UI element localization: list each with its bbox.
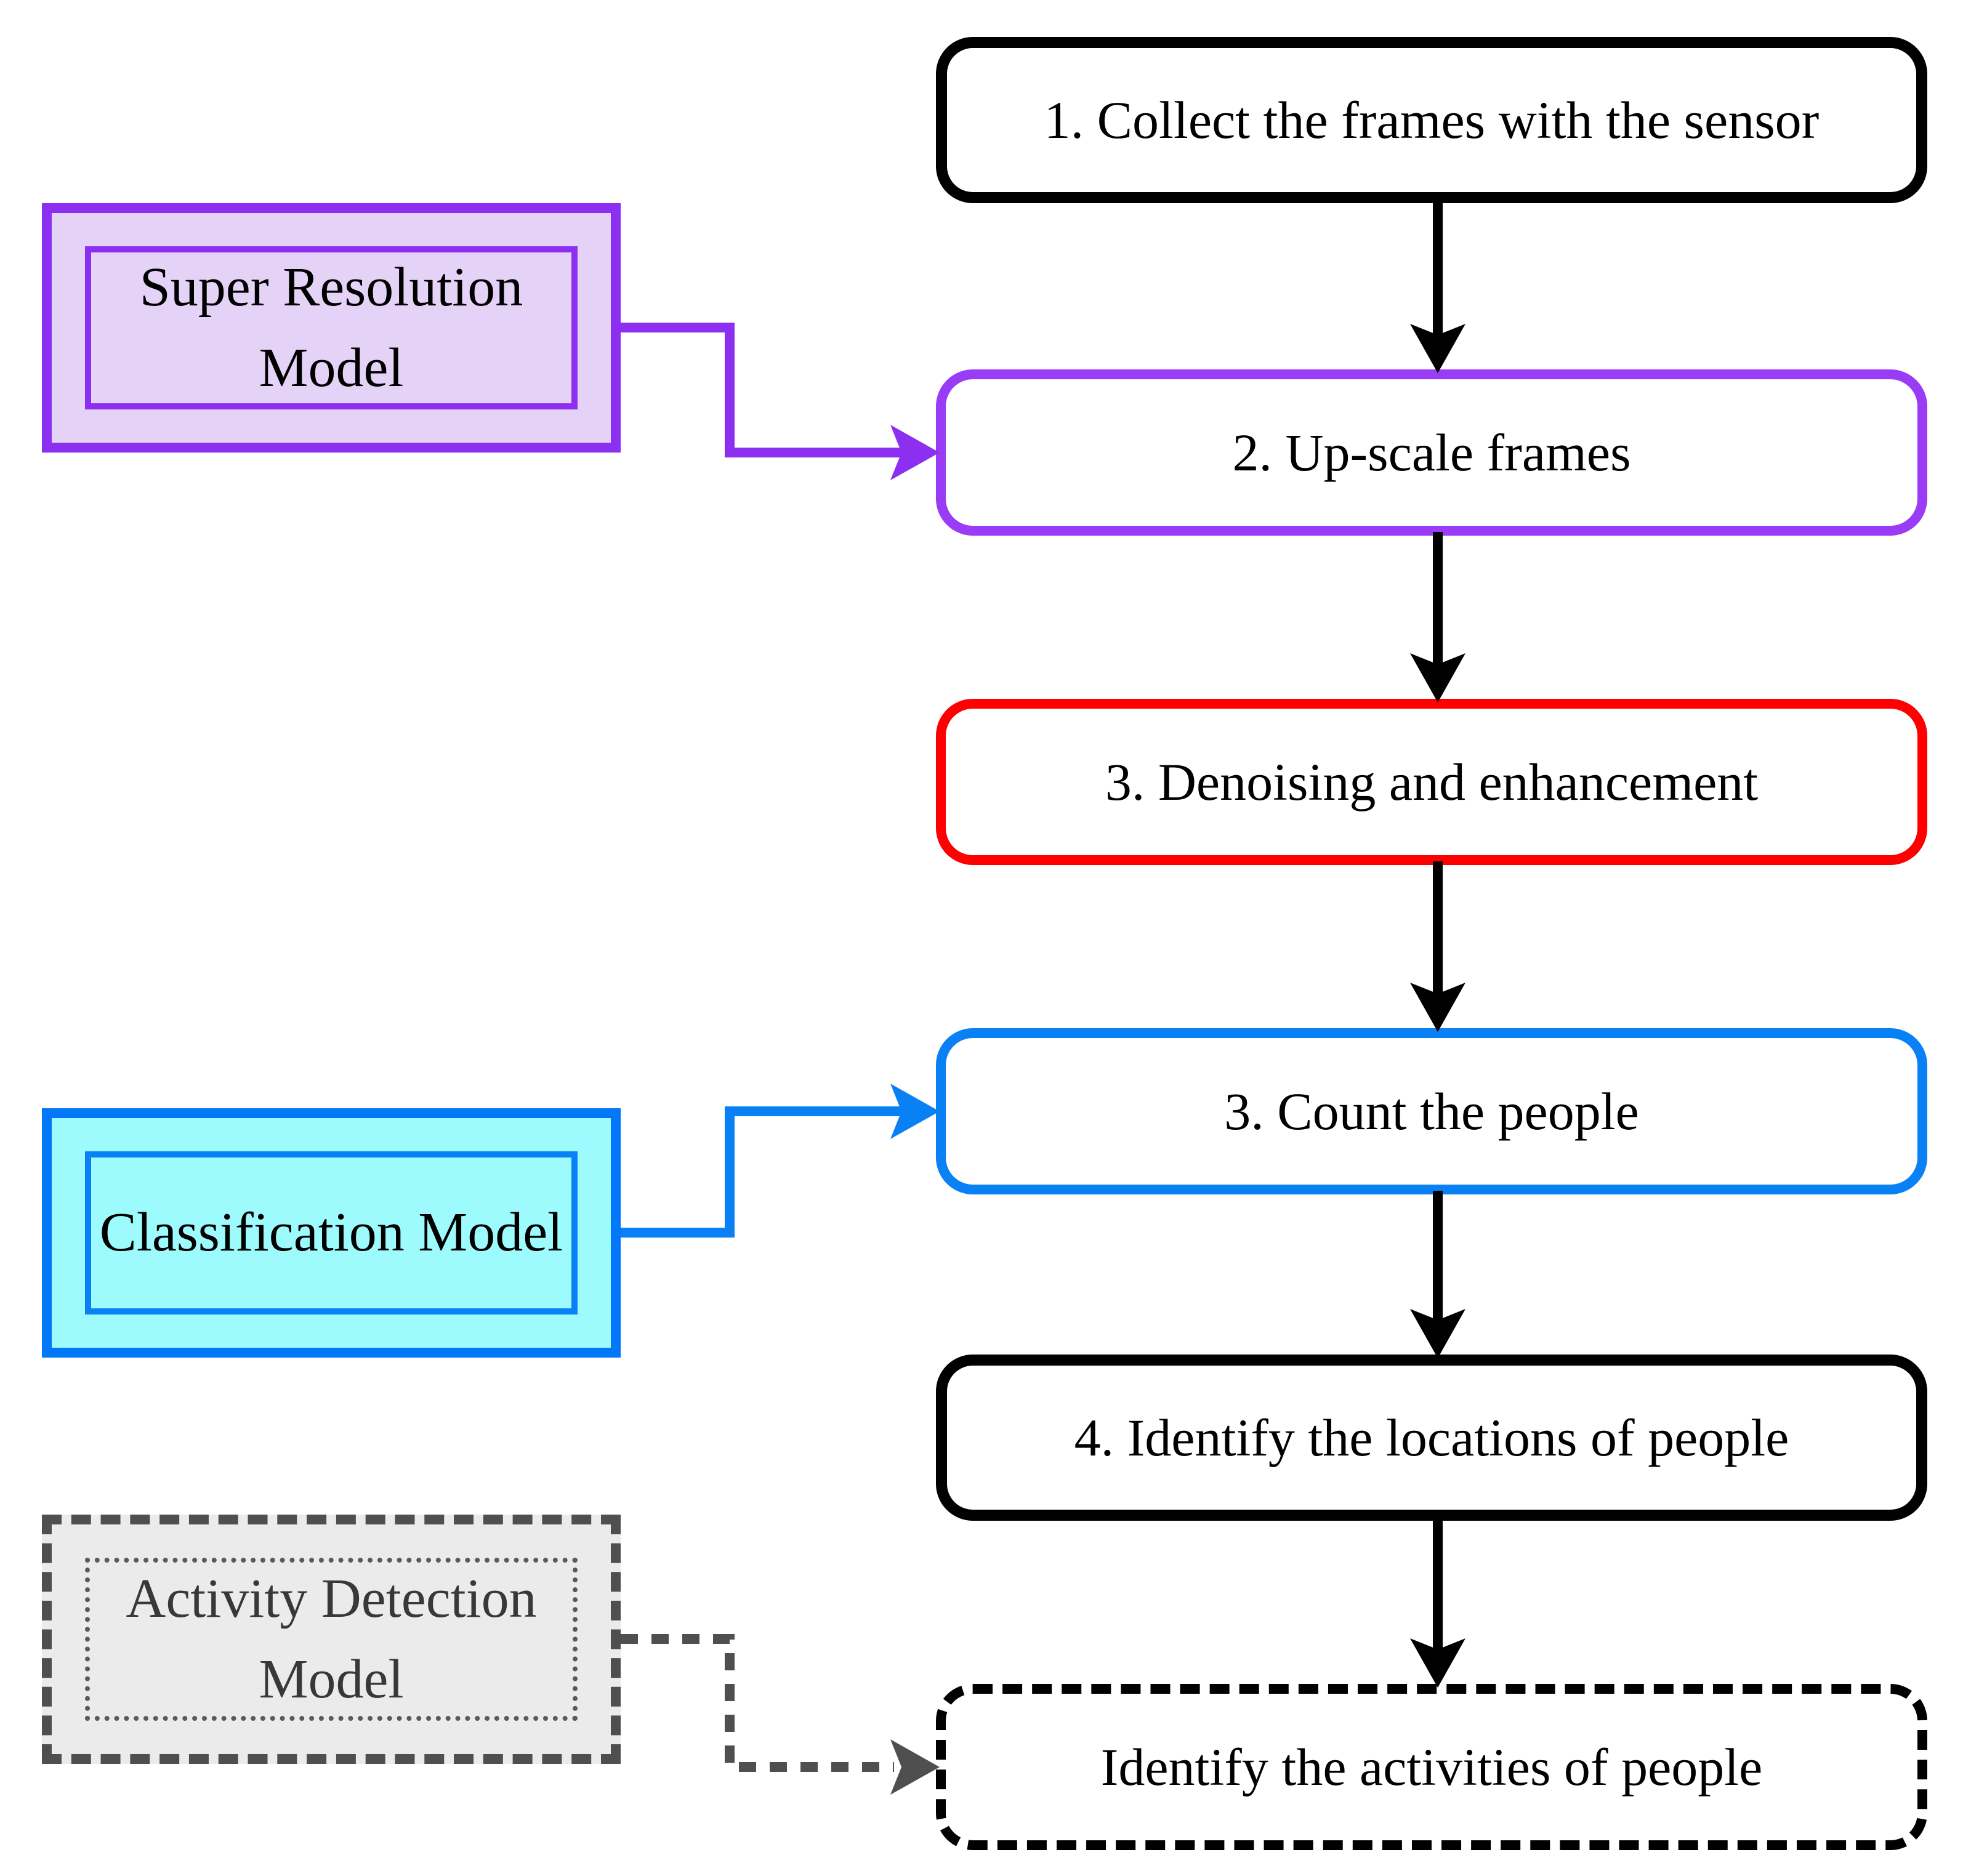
arrow-upscale-to-denoise: [1410, 532, 1465, 702]
step-identify-locations: 4. Identify the locations of people: [936, 1355, 1927, 1521]
model-classification-label: Classification Model: [99, 1202, 563, 1263]
step-count-people: 3. Count the people: [936, 1028, 1927, 1194]
model-activity-detection-label: Activity Detection Model: [126, 1568, 537, 1710]
model-classification-inner-frame: Classification Model: [85, 1151, 578, 1314]
arrow-denoise-to-count: [1410, 861, 1465, 1032]
model-activity-detection: Activity Detection Model: [42, 1515, 621, 1764]
step-collect-frames-label: 1. Collect the frames with the sensor: [1044, 90, 1820, 150]
model-super-resolution-inner-frame: Super Resolution Model: [85, 246, 578, 409]
step-denoising-enhancement-label: 3. Denoising and enhancement: [1105, 752, 1759, 811]
model-classification: Classification Model: [42, 1108, 621, 1358]
model-super-resolution: Super Resolution Model: [42, 203, 621, 453]
connector-super-resolution-to-upscale: [621, 323, 940, 480]
model-super-resolution-label: Super Resolution Model: [139, 257, 523, 398]
step-denoising-enhancement: 3. Denoising and enhancement: [936, 699, 1927, 865]
arrow-collect-to-upscale: [1410, 199, 1465, 373]
step-collect-frames: 1. Collect the frames with the sensor: [936, 37, 1927, 203]
step-identify-activities-label: Identify the activities of people: [1100, 1737, 1763, 1797]
step-identify-locations-label: 4. Identify the locations of people: [1074, 1407, 1789, 1467]
connector-activity-model-to-activities: [621, 1634, 940, 1795]
step-upscale-frames-label: 2. Up-scale frames: [1232, 422, 1631, 482]
connector-classification-to-count: [621, 1084, 940, 1238]
model-activity-detection-inner-frame: Activity Detection Model: [85, 1558, 578, 1721]
step-count-people-label: 3. Count the people: [1224, 1081, 1639, 1141]
arrow-locations-to-activities: [1410, 1517, 1465, 1688]
step-upscale-frames: 2. Up-scale frames: [936, 369, 1927, 536]
arrow-count-to-locations: [1410, 1191, 1465, 1358]
step-identify-activities: Identify the activities of people: [936, 1684, 1927, 1850]
